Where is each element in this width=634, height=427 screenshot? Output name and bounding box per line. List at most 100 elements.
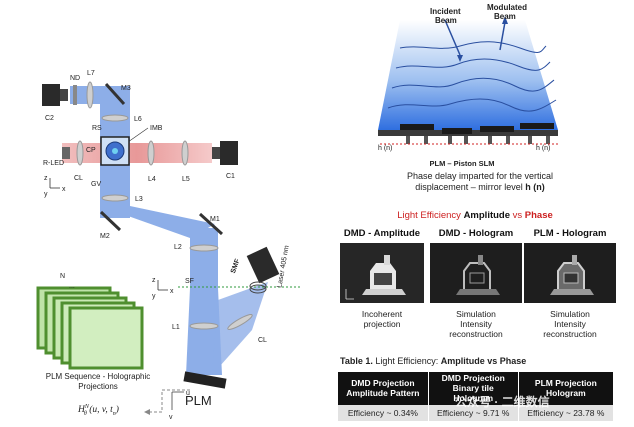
table-row: Efficiency ~ 0.34% Efficiency ~ 9.71 % E… — [338, 405, 615, 422]
recon-image-dmd-hologram — [430, 243, 522, 303]
table-caption-prefix: Table 1. — [340, 356, 373, 366]
efficiency-heading: Light Efficiency Amplitude vs Phase — [370, 210, 580, 221]
panel-caption-2-line3: reconstruction — [543, 329, 597, 340]
slm-caption-line2-prefix: displacement – mirror level — [415, 181, 526, 192]
wavefront-lines — [387, 41, 557, 112]
axis-x-2: x — [170, 288, 174, 295]
table-header-row: DMD Projection Amplitude Pattern DMD Pro… — [338, 372, 615, 406]
label-l1: L1 — [172, 324, 180, 331]
modulated-arrow — [499, 21, 506, 51]
incident-beam-line1: Incident — [430, 7, 461, 16]
mirror-m2-icon — [99, 210, 122, 232]
axis-v: v — [169, 414, 173, 421]
label-m1: M1 — [210, 216, 220, 223]
panel-caption-0-line2: projection — [363, 319, 401, 330]
table-caption: Table 1. Light Efficiency: Amplitude vs … — [340, 356, 526, 366]
table-cell-dmd-amplitude: Efficiency ~ 0.34% — [338, 405, 429, 422]
hologram-stack — [36, 286, 144, 370]
formula-argsub: n — [112, 411, 116, 418]
label-sf: SF — [185, 278, 194, 285]
panel-caption-1-line2: Intensity — [460, 319, 492, 330]
table-header-plm-hologram: PLM Projection Hologram — [518, 372, 615, 406]
label-l5: L5 — [182, 176, 190, 183]
h-n-left: h (n) — [378, 145, 392, 152]
red-led-icon — [62, 147, 70, 159]
label-l7: L7 — [87, 70, 95, 77]
mirror-m1-icon — [198, 212, 224, 236]
slm-caption-line1: Phase delay imparted for the vertical — [406, 171, 554, 181]
lens-l3-icon — [101, 194, 129, 202]
panel-caption-0-line1: Incoherent — [361, 309, 403, 319]
mirror-m3-icon — [104, 82, 126, 106]
slm-diagram: Incident Beam Modulated Beam h (n) h (n) — [378, 3, 558, 152]
sequence-caption-line2: Projections — [78, 381, 118, 391]
efficiency-table: DMD Projection Amplitude Pattern DMD Pro… — [338, 372, 615, 422]
panel-caption-1-line3: reconstruction — [449, 329, 503, 340]
table-cell-dmd-hologram: Efficiency ~ 9.71 % — [428, 405, 519, 422]
efficiency-heading-prefix: Light Efficiency — [397, 210, 464, 221]
lens-l7-icon — [86, 81, 94, 109]
laser-icon — [246, 246, 280, 294]
table-header-dmd-amplitude: DMD Projection Amplitude Pattern — [338, 372, 429, 406]
sequence-caption: PLM Sequence - Holographic Projections — [38, 372, 158, 391]
watermark: 公众号 · 二维数信 — [455, 395, 550, 409]
sample-chamber-icon — [100, 136, 130, 166]
lens-l6-icon — [101, 114, 129, 122]
panel-caption-2-line1: Simulation — [550, 309, 590, 319]
axis-y-2: y — [152, 293, 156, 300]
slm-title: PLM – Piston SLM — [429, 159, 495, 168]
lens-l2-icon — [189, 244, 219, 252]
h-n-right: h (n) — [536, 145, 550, 152]
piston-mirrors — [378, 123, 558, 144]
recon-image-dmd-amplitude — [340, 243, 424, 303]
slm-caption: Phase delay imparted for the vertical di… — [385, 171, 575, 193]
label-laser: Laser 405 nm — [276, 245, 290, 289]
panel-caption-dmd-amplitude: Incoherent projection — [340, 309, 424, 329]
axis-x: x — [62, 186, 66, 193]
label-cl-right: CL — [258, 337, 267, 344]
label-gv: GV — [91, 181, 101, 188]
coordinate-axes-2 — [157, 280, 168, 291]
header-1-line1: DMD Projection — [441, 373, 505, 383]
header-0-line1: DMD Projection — [351, 377, 415, 388]
plm-device-icon — [183, 371, 227, 389]
sequence-ellipsis: ... — [69, 283, 75, 290]
label-m3: M3 — [121, 85, 131, 92]
efficiency-heading-amp: Amplitude — [463, 210, 511, 221]
label-cl-left: CL — [74, 175, 83, 182]
formula-args: (u, v, t — [86, 405, 113, 416]
table-cell-plm-hologram: Efficiency ~ 23.78 % — [518, 405, 615, 422]
formula-sup: N — [84, 404, 89, 410]
lens-cl-right-icon — [227, 314, 253, 330]
formula-close: ) — [115, 405, 119, 416]
panel-caption-1-line1: Simulation — [456, 309, 496, 319]
axis-u: u — [186, 390, 190, 397]
header-2-line2: Hologram — [546, 387, 586, 398]
axis-z: z — [44, 175, 48, 182]
label-l6: L6 — [134, 116, 142, 123]
plm-arrow — [150, 389, 190, 413]
label-c1: C1 — [226, 173, 235, 180]
hologram-formula: HNθ (u, v, tn) — [78, 404, 119, 417]
panel-caption-plm-hologram: Simulation Intensity reconstruction — [524, 309, 616, 340]
incident-beam-line2: Beam — [435, 16, 457, 25]
label-imb: IMB — [150, 125, 163, 132]
label-plm: PLM — [185, 393, 212, 408]
camera-c1-icon — [212, 141, 238, 165]
panel-title-plm-hologram: PLM - Hologram — [533, 228, 607, 239]
label-rs: RS — [92, 125, 102, 132]
slm-beam-volume — [378, 20, 558, 130]
axis-z-2: z — [152, 277, 156, 284]
incident-arrow — [444, 19, 461, 56]
sequence-n: N — [60, 273, 65, 280]
camera-c2-icon — [42, 84, 68, 106]
recon-image-plm-hologram — [524, 243, 616, 303]
optical-setup-diagram: C2 ND L7 M3 L6 RS IMB CP R-LED CL GV L4 … — [36, 70, 300, 421]
header-0-line2: Amplitude Pattern — [346, 387, 420, 398]
label-l4: L4 — [148, 176, 156, 183]
efficiency-heading-phase: Phase — [524, 210, 553, 221]
slm-caption-line2: displacement – mirror level h (n) — [385, 182, 575, 193]
modulated-beam-line1: Modulated — [487, 3, 527, 12]
nd-filter-icon — [73, 85, 77, 105]
panel-title-dmd-amplitude: DMD - Amplitude — [343, 228, 421, 239]
